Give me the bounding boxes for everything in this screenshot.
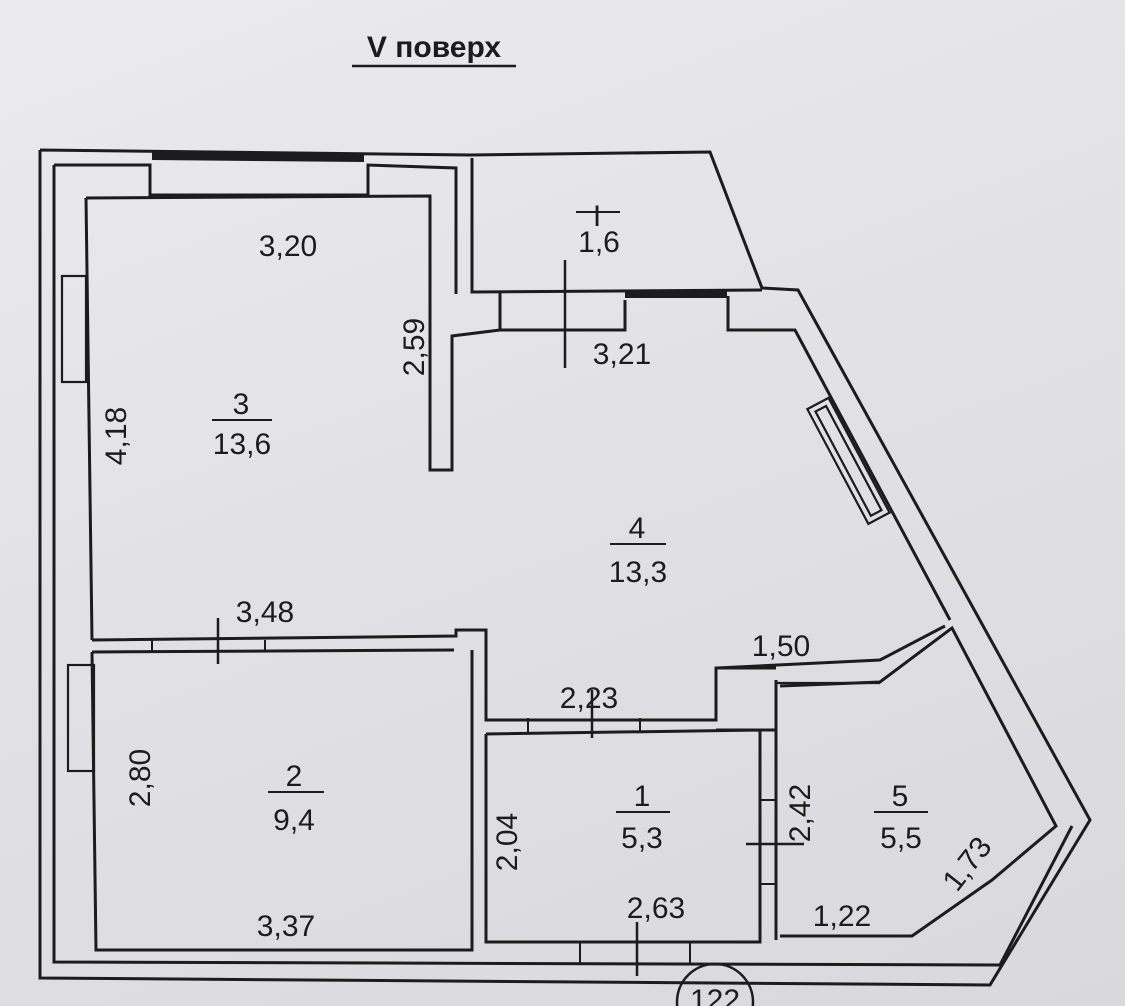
svg-text:2: 2 bbox=[286, 760, 303, 793]
dim-room3-top: 3,20 bbox=[259, 230, 317, 263]
room-1-walls bbox=[484, 728, 762, 944]
window-room3-top bbox=[151, 152, 365, 162]
svg-text:1,6: 1,6 bbox=[578, 226, 620, 259]
room-label-1: 1 5,3 bbox=[616, 780, 670, 855]
window-room2-left bbox=[66, 663, 96, 773]
dim-room5-bottom: 1,22 bbox=[813, 900, 871, 933]
room-3-left-wall bbox=[84, 197, 94, 641]
dim-room4-bottom-right: 1,50 bbox=[752, 630, 810, 663]
window-room3-left bbox=[60, 274, 88, 384]
dim-room5-diag: 1,73 bbox=[937, 831, 999, 897]
svg-text:5,5: 5,5 bbox=[880, 822, 922, 855]
room-label-5: 5 5,5 bbox=[874, 780, 928, 855]
room-4-top-wall-right bbox=[726, 296, 952, 621]
room-label-4: 4 13,3 bbox=[609, 512, 667, 589]
svg-text:1: 1 bbox=[634, 780, 651, 813]
dim-room1-top: 2,23 bbox=[560, 682, 618, 715]
dim-partition: 2,59 bbox=[398, 318, 431, 376]
svg-text:4: 4 bbox=[629, 512, 646, 545]
window-room4-right bbox=[805, 396, 892, 526]
room-4-top-wall bbox=[498, 292, 627, 332]
room-I-walls bbox=[470, 158, 763, 294]
outer-wall-outside bbox=[38, 148, 1092, 987]
dim-room4-top: 3,21 bbox=[593, 338, 651, 371]
room-label-3: 3 13,6 bbox=[212, 388, 272, 461]
svg-text:5,3: 5,3 bbox=[621, 822, 663, 855]
svg-text:5: 5 bbox=[892, 780, 909, 813]
outer-wall-bottom-inner bbox=[52, 165, 1074, 967]
dim-room1-side: 2,04 bbox=[491, 813, 524, 871]
svg-text:122: 122 bbox=[690, 984, 740, 1006]
room-3-bottom-wall bbox=[91, 624, 946, 722]
svg-text:I: I bbox=[593, 200, 601, 233]
svg-text:13,6: 13,6 bbox=[213, 428, 271, 461]
dim-room1-bottom: 2,63 bbox=[627, 892, 685, 925]
dim-room2-side: 2,80 bbox=[124, 749, 157, 807]
outer-wall-inside bbox=[54, 163, 458, 294]
svg-text:13,3: 13,3 bbox=[609, 556, 667, 589]
dim-room3-bottom: 3,48 bbox=[236, 596, 294, 629]
svg-text:3: 3 bbox=[233, 388, 250, 421]
dim-room1-right: 2,42 bbox=[784, 784, 817, 842]
room-5-walls bbox=[779, 625, 1058, 938]
room-label-2: 2 9,4 bbox=[268, 760, 324, 837]
room-label-I: I 1,6 bbox=[576, 200, 620, 259]
room-2-walls bbox=[90, 650, 474, 952]
room-2-top-wall bbox=[91, 648, 455, 654]
svg-text:9,4: 9,4 bbox=[273, 804, 315, 837]
room-3-walls bbox=[85, 194, 501, 472]
dim-room3-side: 4,18 bbox=[100, 407, 133, 465]
plan-stamp: 122 bbox=[675, 962, 755, 1006]
dim-room2-bottom: 3,37 bbox=[257, 910, 315, 943]
plan-title: V поверх bbox=[367, 31, 501, 64]
